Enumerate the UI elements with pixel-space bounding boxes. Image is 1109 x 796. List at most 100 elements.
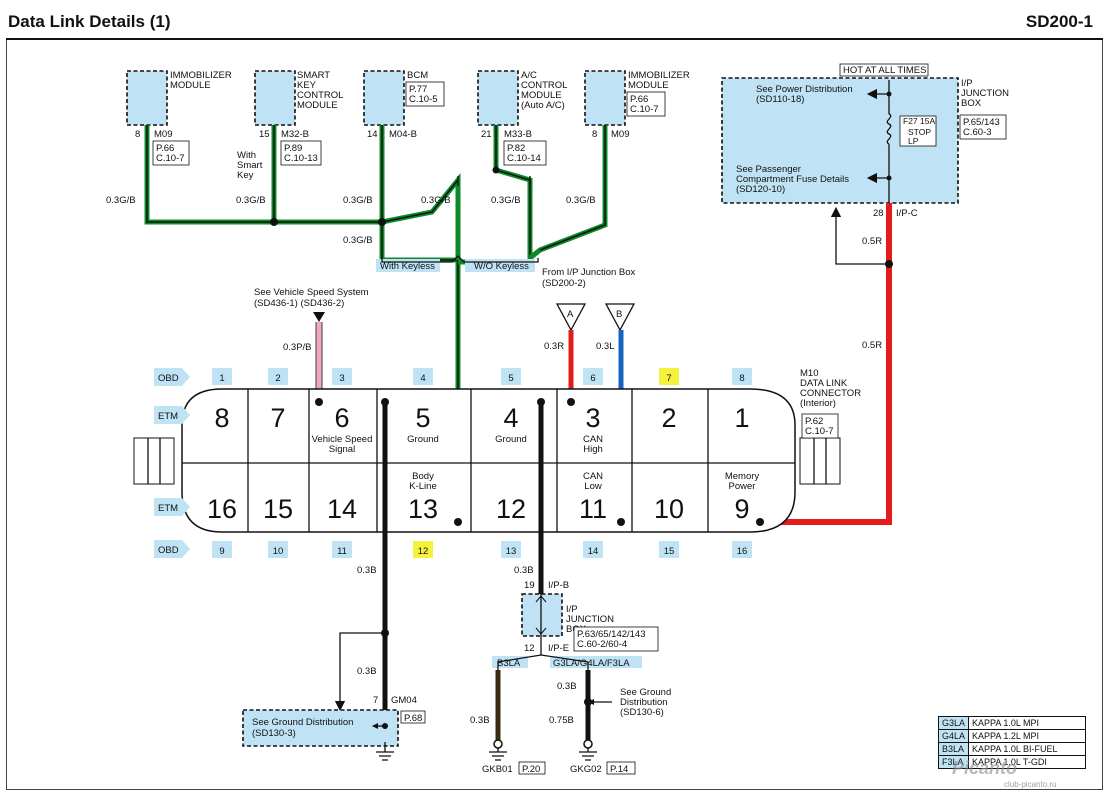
wire-label: 0.3G/B xyxy=(343,235,373,246)
obd-pin-bottom: 12 xyxy=(418,546,429,557)
speed-arrow-icon xyxy=(313,312,325,322)
wire-label: 0.3G/B xyxy=(566,195,596,206)
wire-label: 0.5R xyxy=(862,340,882,351)
obd-pin-top: 8 xyxy=(739,373,744,384)
svg-text:19: 19 xyxy=(524,580,535,591)
svg-text:GM04: GM04 xyxy=(391,695,417,706)
svg-text:14: 14 xyxy=(367,129,378,140)
obd-pin-top: 1 xyxy=(219,373,224,384)
svg-text:P.14: P.14 xyxy=(610,764,628,775)
svg-text:See Power Distribution(SD110-1: See Power Distribution(SD110-18) xyxy=(756,84,853,105)
svg-text:M33-B: M33-B xyxy=(504,129,532,140)
svg-text:15: 15 xyxy=(259,129,270,140)
svg-text:P.77C.10-5: P.77C.10-5 xyxy=(409,84,438,105)
wire-label: 0.3G/B xyxy=(236,195,266,206)
svg-text:I/P-C: I/P-C xyxy=(896,208,918,219)
header-rule xyxy=(6,38,1103,40)
obd-pin-bottom: 14 xyxy=(588,546,599,557)
svg-text:P.66C.10-7: P.66C.10-7 xyxy=(156,143,185,164)
etm-pin-bottom: 10 xyxy=(654,494,684,524)
legend-code: G4LA xyxy=(937,729,970,743)
etm-pin-top: 4 xyxy=(503,403,518,433)
page-title: Data Link Details (1) xyxy=(8,12,171,31)
wire-label: 0.3P/B xyxy=(283,342,312,353)
wire-label: 0.3G/B xyxy=(343,195,373,206)
svg-text:OBD: OBD xyxy=(158,373,179,384)
svg-text:OBD: OBD xyxy=(158,545,179,556)
etm-pin-top: 1 xyxy=(734,403,749,433)
etm-pin-bottom: 16 xyxy=(207,494,237,524)
svg-text:P.89C.10-13: P.89C.10-13 xyxy=(284,143,318,164)
wire-label: 0.75B xyxy=(549,715,574,726)
svg-text:GKB01: GKB01 xyxy=(482,764,513,775)
etm-pin-bottom: 14 xyxy=(327,494,357,524)
wire-label: 0.3G/B xyxy=(106,195,136,206)
svg-text:P.20: P.20 xyxy=(522,764,540,775)
obd-pin-bottom: 9 xyxy=(219,546,224,557)
svg-text:M32-B: M32-B xyxy=(281,129,309,140)
svg-text:8: 8 xyxy=(135,129,140,140)
memory-power-wire xyxy=(760,203,892,525)
wire-label: 0.3B xyxy=(557,681,577,692)
ground-gkb01-icon: GKB01 P.20 xyxy=(482,739,546,775)
legend-desc: KAPPA 1.0L BI-FUEL xyxy=(968,742,1086,756)
svg-text:I/P-B: I/P-B xyxy=(548,580,569,591)
svg-text:8: 8 xyxy=(592,129,597,140)
svg-text:HOT AT ALL TIMES: HOT AT ALL TIMES xyxy=(843,65,926,76)
etm-pin-bottom: 12 xyxy=(496,494,526,524)
svg-text:12: 12 xyxy=(524,643,535,654)
keyless-split xyxy=(381,255,539,263)
wire-label: 0.3G/B xyxy=(421,195,451,206)
diagram-code: SD200-1 xyxy=(1025,12,1093,31)
legend-desc: KAPPA 1.2L MPI xyxy=(968,729,1086,743)
obd-pin-bottom: 11 xyxy=(337,546,347,557)
pin-function-label: Ground xyxy=(407,434,439,445)
wo-keyless-label: W/O Keyless xyxy=(474,261,529,272)
etm-pin-bottom: 9 xyxy=(734,494,749,524)
obd-pin-top: 4 xyxy=(420,373,425,384)
obd-pin-bottom: 16 xyxy=(737,546,748,557)
svg-text:M09: M09 xyxy=(154,129,172,140)
etm-pin-bottom: 11 xyxy=(579,494,607,524)
obd-pin-top: 5 xyxy=(508,373,513,384)
legend-code: G3LA xyxy=(937,716,970,730)
svg-text:P.66C.10-7: P.66C.10-7 xyxy=(630,94,659,115)
svg-text:M09: M09 xyxy=(611,129,629,140)
wire-label: 0.3B xyxy=(514,565,534,576)
svg-text:M04-B: M04-B xyxy=(389,129,417,140)
feedback-arrow xyxy=(830,206,889,265)
ground-distribution-left: See Ground Distribution(SD130-3) 7 GM04 … xyxy=(242,695,426,761)
svg-text:P.68: P.68 xyxy=(404,713,422,724)
legend-desc: KAPPA 1.0L T-GDI xyxy=(968,755,1086,769)
legend-code: B3LA xyxy=(937,742,970,756)
watermark-logo: Picanto xyxy=(952,758,1018,778)
pin-function-label: Ground xyxy=(495,434,527,445)
connector-a: A xyxy=(555,303,587,332)
wire-label: 0.3G/B xyxy=(491,195,521,206)
svg-text:GKG02: GKG02 xyxy=(570,764,602,775)
legend-desc: KAPPA 1.0L MPI xyxy=(968,716,1086,730)
connector-b: B xyxy=(604,303,636,332)
svg-text:7: 7 xyxy=(373,695,378,706)
etm-pin-top: 3 xyxy=(585,403,600,433)
obd-pin-bottom: 15 xyxy=(664,546,675,557)
svg-text:A: A xyxy=(567,309,574,320)
obd-pin-top: 3 xyxy=(339,373,344,384)
etm-pin-bottom: 13 xyxy=(408,494,438,524)
wire-label: 0.3L xyxy=(596,341,615,352)
